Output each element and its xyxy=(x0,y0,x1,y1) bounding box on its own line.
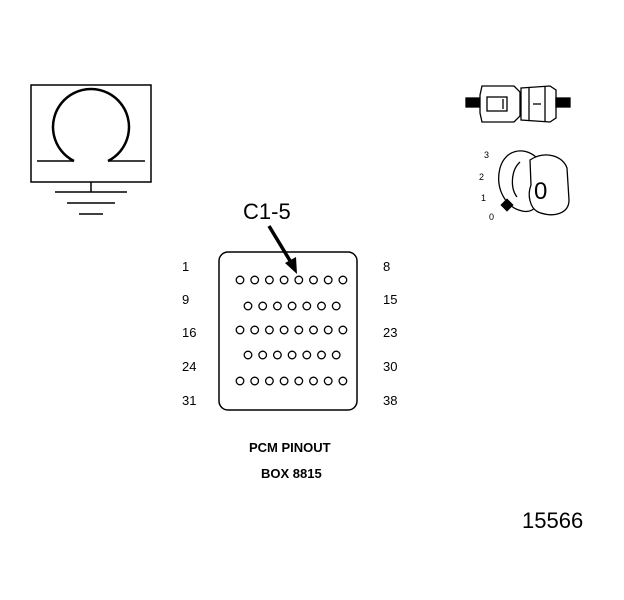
pin-hole xyxy=(302,301,312,311)
pin-label-right-1: 8 xyxy=(383,259,391,274)
caption-line-2: BOX 8815 xyxy=(261,466,322,481)
pin-hole xyxy=(309,325,318,335)
pin-hole xyxy=(331,301,341,311)
pin-hole xyxy=(338,325,348,335)
pin-label-left-1: 1 xyxy=(182,259,190,274)
pin-hole xyxy=(294,325,304,335)
caption-line-1: PCM PINOUT xyxy=(249,440,331,455)
callout-arrow xyxy=(267,225,297,274)
pin-label-left-2: 9 xyxy=(182,292,190,307)
pin-hole xyxy=(309,275,318,285)
pin-hole xyxy=(309,376,318,386)
switch-position-0: 0 xyxy=(489,212,494,222)
pin-hole xyxy=(279,376,289,386)
pin-hole xyxy=(272,301,282,311)
pin-hole xyxy=(302,350,312,360)
pin-hole xyxy=(323,376,333,386)
switch-knob-label: 0 xyxy=(534,178,547,205)
pin-hole xyxy=(279,275,289,285)
pin-label-right-2: 15 xyxy=(383,292,398,307)
pin-label-right-5: 38 xyxy=(383,393,398,408)
pin-hole xyxy=(264,376,274,386)
pin-hole xyxy=(235,275,245,285)
switch-position-3: 3 xyxy=(484,150,489,160)
figure-number: 15566 xyxy=(522,508,584,533)
pin-hole xyxy=(317,301,326,311)
callout-label: C1-5 xyxy=(243,199,291,224)
pin-hole xyxy=(323,325,333,335)
pin-label-right-4: 30 xyxy=(383,359,398,374)
pin-hole xyxy=(243,350,253,360)
pin-hole xyxy=(323,275,333,285)
pin-hole xyxy=(317,350,326,360)
pin-hole xyxy=(264,325,274,335)
pin-hole xyxy=(243,301,253,311)
switch-position-2: 2 xyxy=(479,172,484,182)
pin-hole xyxy=(287,350,297,360)
pin-hole xyxy=(258,350,268,360)
pin-hole xyxy=(235,325,245,335)
pin-hole xyxy=(258,301,268,311)
switch-position-1: 1 xyxy=(481,193,486,203)
pin-hole xyxy=(235,376,245,386)
pin-hole xyxy=(294,275,304,285)
pin-hole xyxy=(272,350,282,360)
two-part-connector-icon xyxy=(465,85,571,123)
pin-label-left-5: 31 xyxy=(182,393,197,408)
pin-hole xyxy=(250,376,260,386)
pin-label-left-3: 16 xyxy=(182,325,197,340)
pin-hole xyxy=(250,275,260,285)
pin-hole xyxy=(331,350,341,360)
pin-hole xyxy=(287,301,297,311)
ohm-meter-with-ground-icon xyxy=(30,84,152,215)
pin-hole xyxy=(338,275,348,285)
pin-hole xyxy=(294,376,304,386)
pin-hole xyxy=(250,325,260,335)
pin-label-left-4: 24 xyxy=(182,359,197,374)
rotary-switch-icon xyxy=(498,150,570,216)
pin-hole xyxy=(264,275,274,285)
pin-hole xyxy=(279,325,289,335)
pin-holes xyxy=(235,275,348,386)
pin-label-right-3: 23 xyxy=(383,325,398,340)
pin-hole xyxy=(338,376,348,386)
